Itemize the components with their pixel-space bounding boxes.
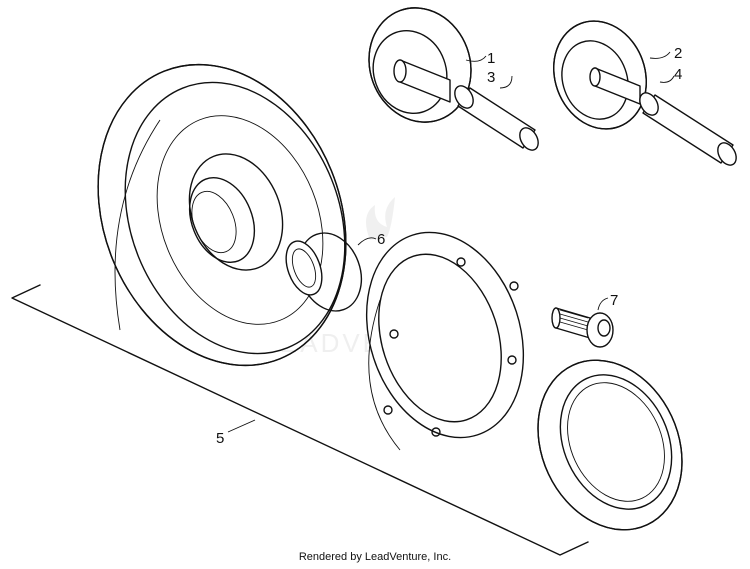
shaft-4: [639, 92, 737, 166]
socket-bolt: [551, 307, 614, 348]
assembly-bracket: [11, 284, 589, 556]
clutch-housing: [365, 231, 525, 451]
idler-gear-2: [553, 20, 647, 130]
needle-bearing: [285, 232, 363, 312]
callout-1: 1: [487, 50, 495, 67]
callout-7: 7: [610, 292, 618, 309]
leader-lines: [357, 51, 675, 311]
callout-5: 5: [216, 430, 224, 447]
large-gear: [97, 63, 347, 367]
callout-3: 3: [487, 69, 495, 86]
shaft-3: [454, 85, 539, 151]
idler-gear-1: [368, 7, 472, 123]
callout-2: 2: [674, 45, 682, 62]
footer-credit: Rendered by LeadVenture, Inc.: [298, 551, 452, 563]
callout-6: 6: [377, 231, 385, 248]
one-way-clutch: [537, 359, 683, 531]
callout-4: 4: [674, 66, 682, 83]
